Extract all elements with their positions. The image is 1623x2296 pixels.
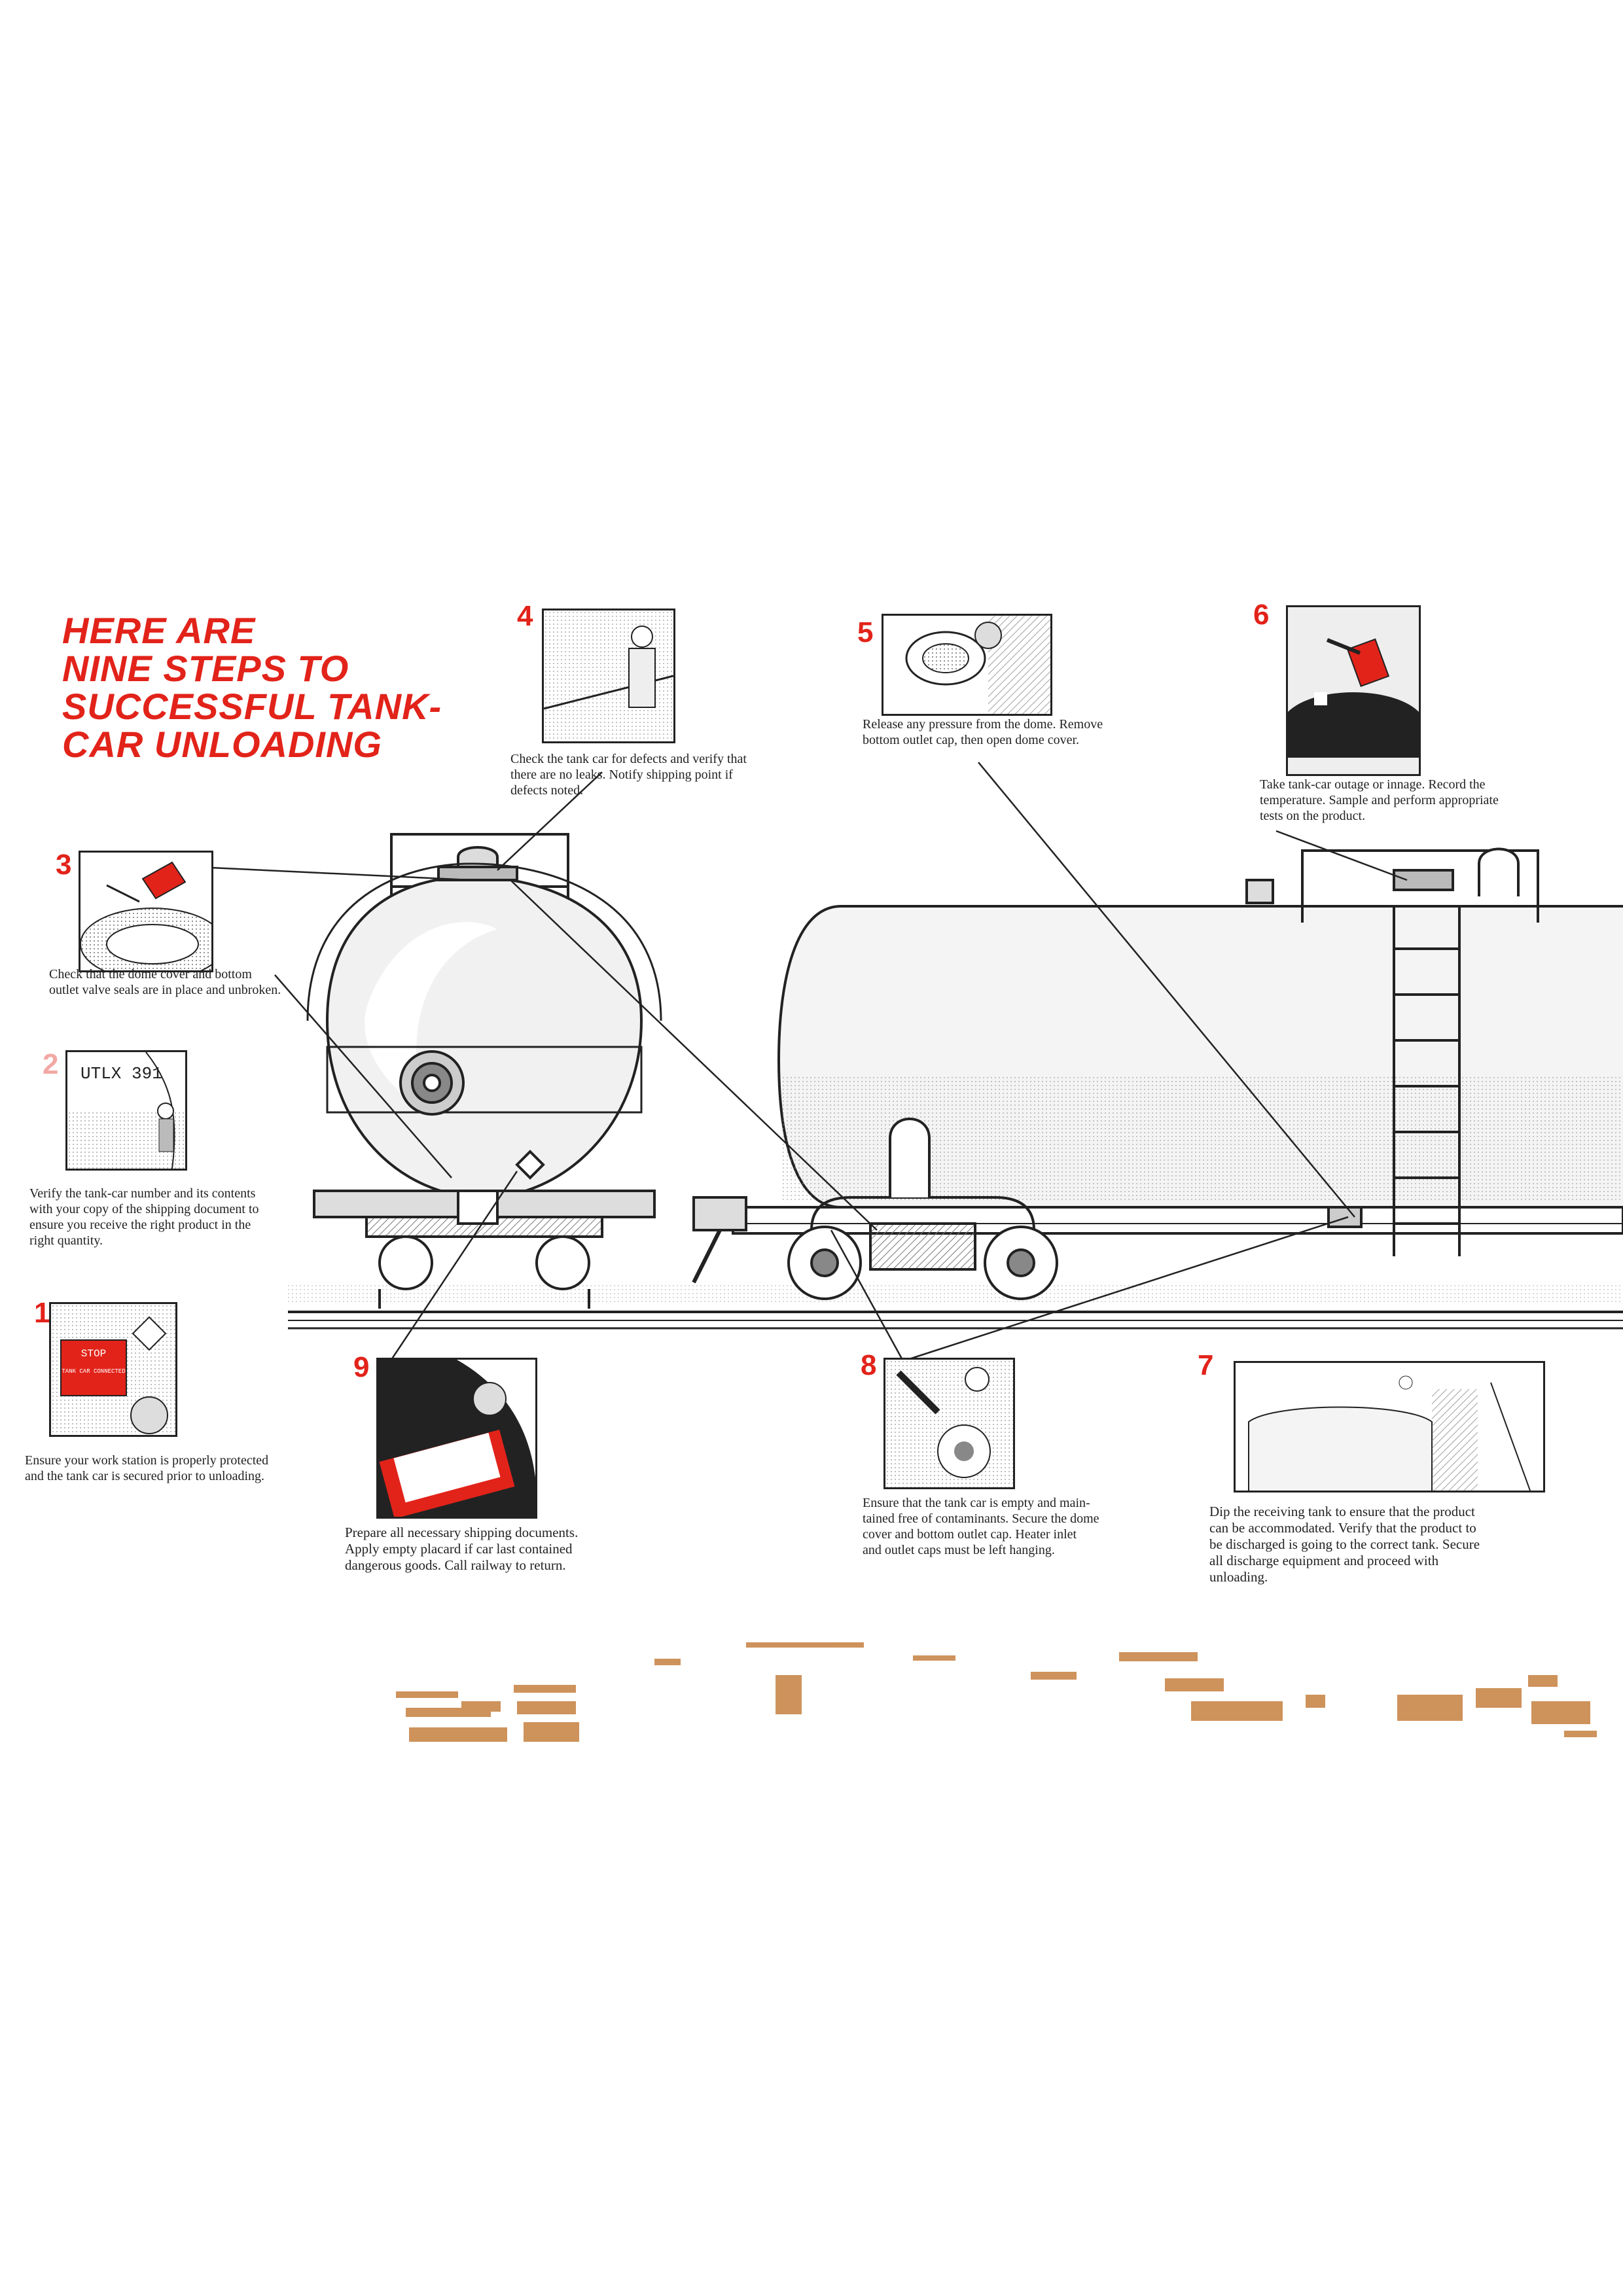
step-3-picture — [79, 851, 213, 972]
step-3-line-1: Check that the dome cover and bottom — [49, 967, 252, 981]
step-5-picture — [882, 614, 1052, 716]
step-5-line-2: bottom outlet cap, then open dome cover. — [863, 733, 1080, 747]
poster-title: HERE ARE NINE STEPS TO SUCCESSFUL TANK- … — [62, 612, 468, 764]
step-2-caption: Verify the tank-car number and its conte… — [29, 1186, 317, 1248]
step-6-caption: Take tank-car outage or innage. Record t… — [1260, 777, 1548, 824]
step-1-number: 1 — [34, 1297, 50, 1329]
step-7-line-3: be discharged is going to the correct ta… — [1209, 1536, 1480, 1552]
step-8-line-4: and outlet caps must be left hanging. — [863, 1543, 1055, 1557]
step-7-line-4: all discharge equipment and proceed with — [1209, 1553, 1439, 1568]
step-6-line-1: Take tank-car outage or innage. Record t… — [1260, 777, 1486, 792]
step-4-caption: Check the tank car for defects and verif… — [510, 751, 798, 798]
step-4-number: 4 — [517, 600, 533, 632]
step-4-line-3: defects noted. — [510, 783, 584, 798]
step-2-line-2: with your copy of the shipping document … — [29, 1202, 259, 1216]
step-4-line-1: Check the tank car for defects and verif… — [510, 752, 747, 766]
step-7-line-5: unloading. — [1209, 1569, 1268, 1585]
title-line-4: CAR UNLOADING — [62, 724, 382, 765]
tank-car-end-view — [306, 833, 662, 1309]
step-2-line-4: right quantity. — [29, 1233, 103, 1248]
step-2-line-1: Verify the tank-car number and its conte… — [29, 1186, 256, 1201]
step-2-line-3: ensure you receive the right product in … — [29, 1218, 251, 1232]
title-line-3: SUCCESSFUL TANK- — [62, 686, 442, 727]
step-8-picture — [883, 1358, 1015, 1489]
step-7-number: 7 — [1198, 1349, 1214, 1381]
step-8-caption: Ensure that the tank car is empty and ma… — [863, 1495, 1150, 1558]
step-2-picture: UTLX 391 — [65, 1050, 187, 1171]
step-9-line-2: Apply empty placard if car last containe… — [345, 1541, 573, 1557]
step-5-caption: Release any pressure from the dome. Remo… — [863, 716, 1150, 748]
step-5-number: 5 — [857, 616, 874, 648]
step-7-line-1: Dip the receiving tank to ensure that th… — [1209, 1504, 1475, 1519]
step-3-caption: Check that the dome cover and bottom out… — [49, 966, 337, 998]
step-9-picture — [376, 1358, 537, 1519]
step-8-line-1: Ensure that the tank car is empty and ma… — [863, 1496, 1090, 1510]
step-4-picture — [542, 609, 675, 743]
step-1-caption: Ensure your work station is properly pro… — [25, 1453, 313, 1484]
step-4-line-2: there are no leaks. Notify shipping poin… — [510, 768, 733, 782]
placard-text-1: STOP — [81, 1348, 106, 1360]
step-8-line-3: cover and bottom outlet cap. Heater inle… — [863, 1527, 1077, 1542]
tank-number-text: UTLX 391 — [80, 1064, 162, 1084]
step-3-number: 3 — [56, 849, 72, 881]
step-6-number: 6 — [1253, 599, 1270, 631]
stamp-marks — [396, 1642, 1597, 1742]
step-9-caption: Prepare all necessary shipping documents… — [345, 1525, 633, 1574]
step-8-line-2: tained free of contaminants. Secure the … — [863, 1511, 1099, 1526]
step-6-line-2: temperature. Sample and perform appropri… — [1260, 793, 1499, 807]
step-8-number: 8 — [861, 1349, 877, 1381]
step-7-picture — [1234, 1361, 1545, 1492]
title-line-2: NINE STEPS TO — [62, 648, 349, 689]
tank-car-side-view — [692, 847, 1623, 1300]
step-6-picture — [1286, 605, 1421, 776]
step-9-number: 9 — [353, 1351, 370, 1383]
step-6-line-3: tests on the product. — [1260, 809, 1366, 823]
step-2-number: 2 — [43, 1048, 59, 1080]
placard-text-2: TANK CAR CONNECTED — [62, 1368, 125, 1375]
step-5-line-1: Release any pressure from the dome. Remo… — [863, 717, 1103, 732]
step-7-caption: Dip the receiving tank to ensure that th… — [1209, 1504, 1517, 1585]
title-line-1: HERE ARE — [62, 610, 256, 651]
step-9-line-1: Prepare all necessary shipping documents… — [345, 1525, 579, 1540]
step-3-line-2: outlet valve seals are in place and unbr… — [49, 983, 281, 997]
step-1-picture: STOP TANK CAR CONNECTED — [49, 1302, 177, 1437]
step-1-line-2: and the tank car is secured prior to unl… — [25, 1469, 264, 1483]
step-1-line-1: Ensure your work station is properly pro… — [25, 1453, 269, 1468]
rail-track — [288, 1282, 1623, 1330]
leader-lines — [196, 762, 1408, 1368]
step-9-line-3: dangerous goods. Call railway to return. — [345, 1557, 566, 1573]
step-7-line-2: can be accommodated. Verify that the pro… — [1209, 1520, 1476, 1536]
